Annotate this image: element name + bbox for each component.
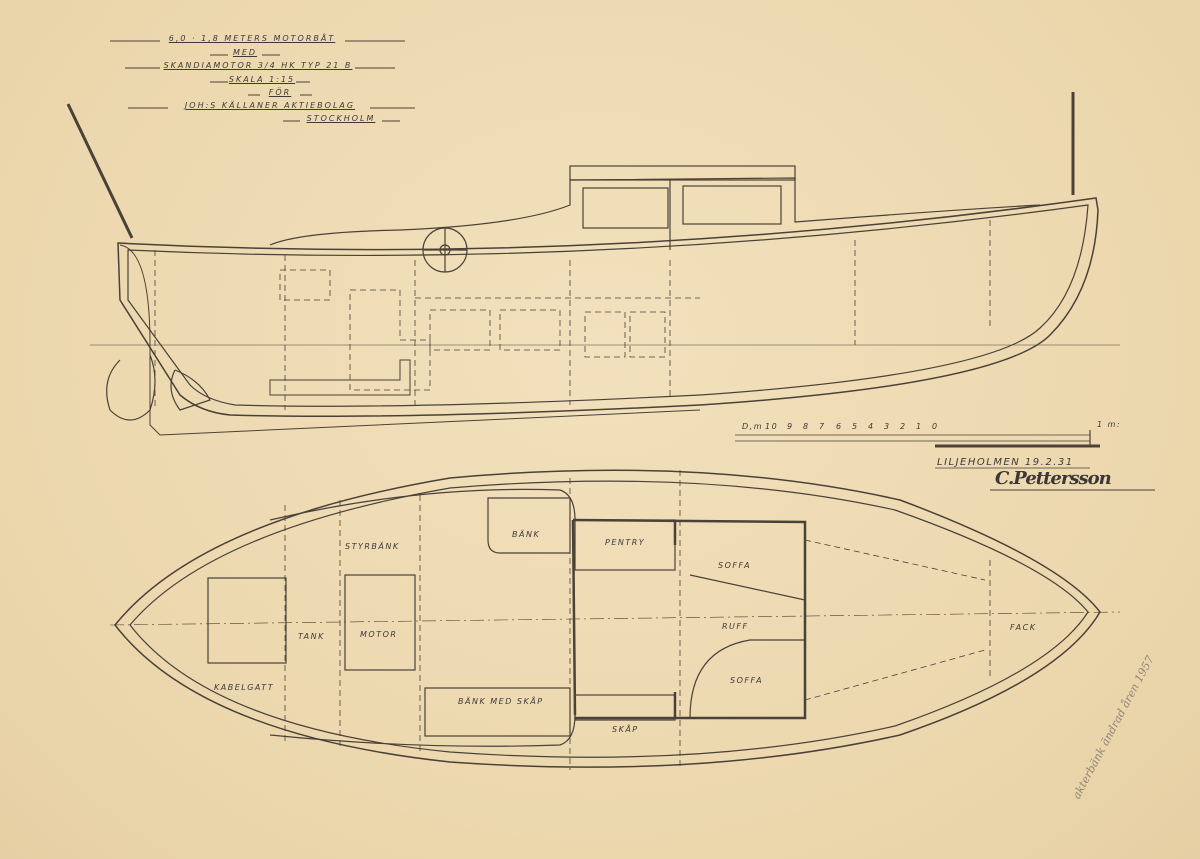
- label-tank: TANK: [298, 632, 325, 641]
- label-bank: BÄNK: [512, 530, 541, 539]
- plan-view: [109, 469, 1121, 770]
- title-line-6: JOH:S KÄLLANER AKTIEBOLAG: [184, 101, 356, 110]
- label-motor: MOTOR: [360, 630, 398, 639]
- label-skap: SKÅP: [612, 725, 639, 734]
- scale-tick: 9: [787, 422, 794, 431]
- place-date: LILJEHOLMEN 19.2.31: [937, 457, 1074, 468]
- label-soffa-bottom: SOFFA: [730, 676, 764, 685]
- label-fack: FACK: [1010, 623, 1037, 632]
- signature: C.Pettersson: [995, 468, 1112, 489]
- label-soffa-top: SOFFA: [718, 561, 752, 570]
- scale-tick: 8: [803, 422, 810, 431]
- title-line-2: MED: [232, 48, 258, 57]
- scale-tick: 5: [852, 422, 859, 431]
- title-line-4: SKALA 1:15: [228, 75, 296, 84]
- scale-tick: 2: [900, 422, 907, 431]
- scale-tick: 7: [819, 422, 826, 431]
- scale-prefix: D,m: [742, 422, 763, 431]
- side-elevation: [66, 92, 1120, 436]
- scale-end-label: 1 m:: [1097, 420, 1122, 429]
- scale-tick: 1: [916, 422, 923, 431]
- title-rules: [110, 40, 415, 122]
- title-line-1: 6,0 · 1,8 METERS MOTORBÅT: [168, 34, 336, 43]
- scale-tick: 3: [884, 422, 891, 431]
- label-pentry: PENTRY: [605, 538, 646, 547]
- scale-tick: 6: [836, 422, 843, 431]
- scale-tick: 10: [765, 422, 779, 431]
- title-line-5: FÖR: [268, 88, 292, 97]
- title-line-3: SKANDIAMOTOR 3/4 HK TYP 21 B: [163, 61, 353, 70]
- scale-bar: [735, 430, 1100, 448]
- scale-tick: 0: [932, 422, 939, 431]
- label-kabelgatt: KABELGATT: [214, 683, 275, 692]
- scale-tick: 4: [868, 422, 875, 431]
- label-bank-med-skap: BÄNK MED SKÅP: [458, 697, 544, 706]
- label-ruff: RUFF: [722, 622, 749, 631]
- title-line-7: STOCKHOLM: [306, 114, 376, 123]
- label-styrbank: STYRBÄNK: [345, 542, 400, 551]
